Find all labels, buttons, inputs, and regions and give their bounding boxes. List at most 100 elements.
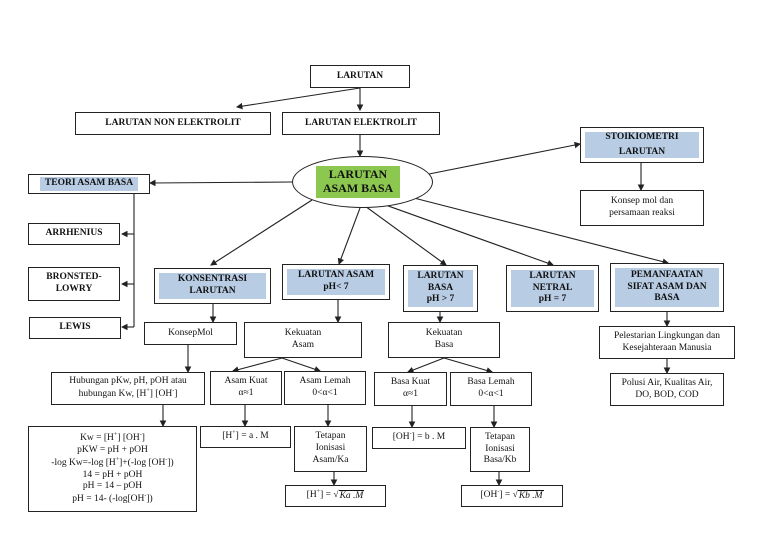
- basa-lemah-line1: Basa Lemah: [467, 377, 515, 388]
- node-pelestarian[interactable]: Pelestarian Lingkungan dan Kesejahteraan…: [599, 326, 735, 359]
- basa-kuat-line1: Basa Kuat: [390, 377, 431, 388]
- asam-fill: LARUTAN ASAM pH< 7: [287, 269, 385, 295]
- konsentrasi-line2: LARUTAN: [189, 286, 236, 296]
- asam-kuat-formula: [H+] = a . M: [222, 430, 269, 442]
- asam-kuat-line2: α≈1: [238, 388, 254, 398]
- konsentrasi-fill: KONSENTRASI LARUTAN: [159, 273, 266, 299]
- stoikiometri-line2: LARUTAN: [618, 146, 666, 157]
- node-larutan-netral[interactable]: LARUTAN NETRAL pH = 7: [506, 265, 599, 312]
- pemanfaatan-line2: SIFAT ASAM DAN: [627, 281, 707, 292]
- asam-kuat-line1: Asam Kuat: [224, 376, 268, 387]
- node-kekuatan-basa[interactable]: Kekuatan Basa: [388, 322, 500, 358]
- node-polusi-air[interactable]: Polusi Air, Kualitas Air, DO, BOD, COD: [610, 373, 724, 406]
- asam-line1: LARUTAN ASAM: [297, 270, 375, 281]
- basa-kuat-line2: α≈1: [403, 389, 418, 399]
- node-hubungan[interactable]: Hubungan pKw, pH, pOH atau hubungan Kw, …: [51, 372, 205, 405]
- arrow-center-konsentrasi: [210, 199, 313, 266]
- formula-log-kw: -log Kw=-log [H+]+(-log [OH-]): [51, 456, 174, 468]
- node-larutan-asam[interactable]: LARUTAN ASAM pH< 7: [282, 264, 390, 300]
- tetapan-asam-line1: Tetapan: [315, 431, 346, 442]
- asam-lemah-line1: Asam Lemah: [299, 376, 351, 387]
- arrow-center-teori: [148, 179, 293, 187]
- hubungan-line2: hubungan Kw, [H+] [OH-]: [78, 387, 178, 400]
- formula-ph-log-oh: pH = 14- (-log[OH-]): [72, 493, 153, 505]
- tetapan-basa-line2: Ionisasi: [485, 443, 515, 454]
- node-basa-lemah[interactable]: Basa Lemah 0<α<1: [450, 372, 532, 406]
- node-asam-kuat[interactable]: Asam Kuat α≈1: [210, 371, 282, 405]
- netral-line1: LARUTAN: [529, 270, 576, 281]
- node-larutan-non-elektrolit[interactable]: LARUTAN NON ELEKTROLIT: [75, 112, 271, 135]
- node-kekuatan-asam[interactable]: Kekuatan Asam: [244, 322, 362, 358]
- arrow-kekuatan-asamlemah: [281, 357, 322, 373]
- node-asam-lemah[interactable]: Asam Lemah 0<α<1: [284, 371, 366, 405]
- arrow-kekuatan-asamkuat: [231, 357, 283, 373]
- formula-pkw: pKW = pH + pOH: [77, 444, 148, 455]
- node-basa-lemah-formula[interactable]: [OH-] = √Kb .M: [461, 485, 563, 507]
- pelestarian-line2: Kesejahteraan Manusia: [622, 342, 712, 353]
- node-teori-asam-basa[interactable]: TEORI ASAM BASA: [28, 174, 150, 194]
- asam-line2: pH< 7: [323, 282, 349, 292]
- node-asam-kuat-formula[interactable]: [H+] = a . M: [200, 426, 291, 448]
- bronsted-label-line1: BRONSTED-: [46, 272, 102, 283]
- node-arrhenius[interactable]: ARRHENIUS: [28, 223, 120, 245]
- netral-fill: LARUTAN NETRAL pH = 7: [511, 270, 594, 307]
- tetapan-basa-line1: Tetapan: [485, 431, 515, 442]
- basa-kuat-formula: [OH-] = b . M: [392, 431, 446, 443]
- node-kw-formulas[interactable]: Kw = [H+] [OH-] pKW = pH + pOH -log Kw=-…: [28, 426, 197, 512]
- stoikiometri-line1: STOIKIOMETRI: [605, 131, 679, 142]
- node-konsep-mol[interactable]: KonsepMol: [144, 322, 237, 345]
- konsentrasi-line1: KONSENTRASI: [177, 274, 248, 285]
- node-tetapan-ionisasi-basa[interactable]: Tetapan Ionisasi Basa/Kb: [470, 427, 530, 472]
- arrow-kekuatan-basakuat: [406, 357, 445, 374]
- center-line2: ASAM BASA: [322, 181, 394, 195]
- node-pemanfaatan[interactable]: PEMANFAATAN SIFAT ASAM DAN BASA: [610, 263, 724, 312]
- center-line1: LARUTAN: [328, 167, 388, 182]
- formula-14: 14 = pH + pOH: [82, 469, 143, 480]
- node-larutan-basa[interactable]: LARUTAN BASA pH > 7: [403, 265, 478, 312]
- node-konsentrasi-larutan[interactable]: KONSENTRASI LARUTAN: [154, 268, 271, 304]
- node-larutan[interactable]: LARUTAN: [310, 65, 410, 88]
- node-basa-kuat[interactable]: Basa Kuat α≈1: [374, 372, 447, 406]
- node-tetapan-ionisasi-asam[interactable]: Tetapan Ionisasi Asam/Ka: [294, 426, 367, 472]
- formula-ph-poh: pH = 14 – pOH: [82, 481, 143, 492]
- polusi-line1: Polusi Air, Kualitas Air,: [621, 377, 713, 388]
- kekuatan-basa-line1: Kekuatan: [425, 328, 463, 339]
- basa-lemah-line2: 0<α<1: [478, 389, 504, 399]
- basa-lemah-formula: [OH-] = √Kb .M: [480, 489, 544, 501]
- tetapan-asam-line3: Asam/Ka: [312, 454, 349, 465]
- node-larutan-elektrolit[interactable]: LARUTAN ELEKTROLIT: [282, 112, 440, 135]
- arrow-center-stoikiometri: [423, 141, 582, 176]
- konsep-mol-label: KonsepMol: [168, 327, 213, 338]
- node-center-label: LARUTAN ASAM BASA: [316, 166, 400, 198]
- arrow-center-asam: [337, 207, 361, 266]
- basa-line2: BASA: [427, 282, 454, 293]
- lewis-label: LEWIS: [59, 322, 91, 333]
- kekuatan-asam-line1: Kekuatan: [284, 328, 322, 339]
- arrow-center-basa: [364, 205, 447, 266]
- pemanfaatan-line1: PEMANFAATAN: [630, 269, 704, 280]
- kekuatan-asam-line2: Asam: [291, 340, 315, 350]
- asam-lemah-line2: 0<α<1: [312, 388, 338, 398]
- arrow-kekuatan-basalemah: [443, 357, 494, 374]
- node-asam-lemah-formula[interactable]: [H+] = √Ka .M: [285, 485, 386, 507]
- node-non-elektrolit-label: LARUTAN NON ELEKTROLIT: [105, 117, 241, 128]
- teori-label: TEORI ASAM BASA: [39, 177, 139, 191]
- basa-line3: pH > 7: [426, 294, 455, 305]
- tetapan-basa-line3: Basa/Kb: [483, 455, 517, 466]
- node-larutan-label: LARUTAN: [336, 70, 384, 81]
- basa-fill: LARUTAN BASA pH > 7: [408, 270, 473, 307]
- node-bronsted-lowry[interactable]: BRONSTED- LOWRY: [28, 267, 120, 301]
- formula-kw: Kw = [H+] [OH-]: [80, 431, 145, 443]
- polusi-line2: DO, BOD, COD: [635, 389, 699, 400]
- bronsted-label-line2: LOWRY: [55, 284, 93, 294]
- node-lewis[interactable]: LEWIS: [29, 317, 121, 339]
- node-elektrolit-label: LARUTAN ELEKTROLIT: [304, 117, 417, 128]
- node-stoikiometri[interactable]: STOIKIOMETRI LARUTAN: [580, 127, 704, 163]
- node-basa-kuat-formula[interactable]: [OH-] = b . M: [372, 427, 466, 449]
- tetapan-asam-line2: Ionisasi: [315, 443, 346, 454]
- stoik-child-line2: persamaan reaksi: [609, 208, 675, 218]
- netral-line3: pH = 7: [538, 294, 567, 305]
- stoikiometri-fill: STOIKIOMETRI LARUTAN: [585, 132, 699, 158]
- node-konsep-mol-reaksi[interactable]: Konsep mol dan persamaan reaksi: [580, 190, 704, 226]
